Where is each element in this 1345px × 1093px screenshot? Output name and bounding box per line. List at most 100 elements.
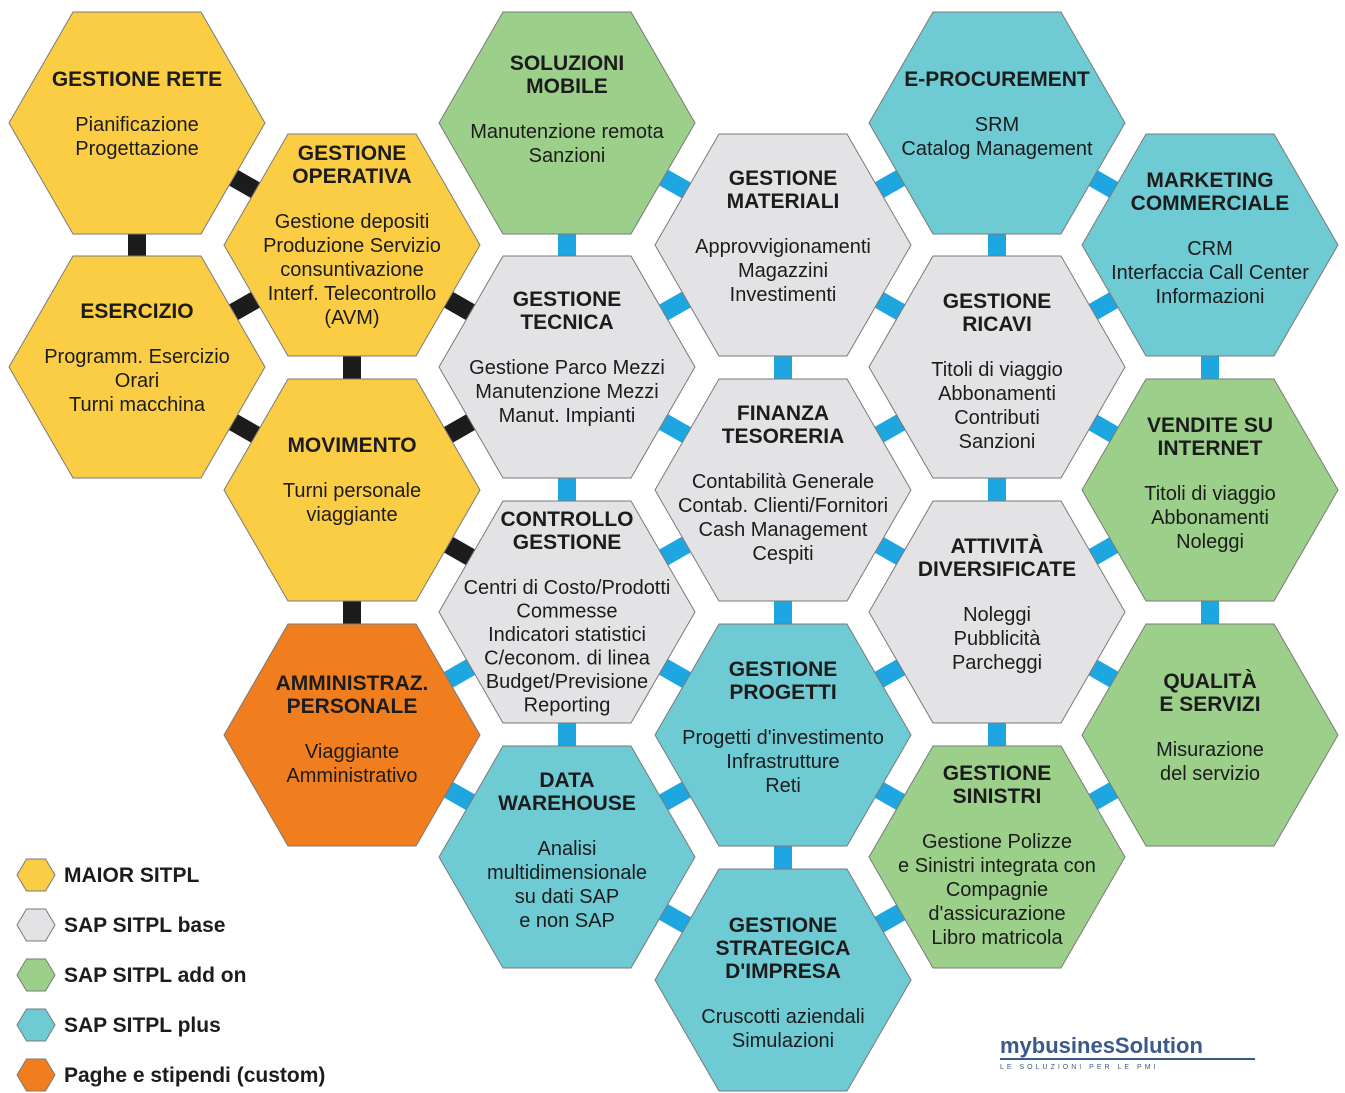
hex-shape-soluzioni-mobile xyxy=(438,11,696,235)
hex-shape-controllo-gestione xyxy=(438,500,696,724)
legend-item-custom: Paghe e stipendi (custom) xyxy=(16,1058,325,1092)
hex-title-gestione-strategica-2: D'IMPRESA xyxy=(725,960,841,983)
legend-item-plus: SAP SITPL plus xyxy=(16,1008,221,1042)
blue-connector-gestione-ricavi-attivita-diversificate xyxy=(988,472,1006,507)
hex-title-attivita-diversificate-0: ATTIVITÀ xyxy=(951,535,1044,558)
hex-title-attivita-diversificate-1: DIVERSIFICATE xyxy=(918,558,1076,581)
hex-body-finanza-tesoreria-1: Contab. Clienti/Fornitori xyxy=(678,495,888,517)
hex-body-gestione-progetti-2: Reti xyxy=(765,775,801,797)
blue-connector-soluzioni-mobile-gestione-tecnica xyxy=(558,228,576,262)
hex-shape-gestione-operativa xyxy=(223,133,481,357)
hex-body-gestione-tecnica-0: Gestione Parco Mezzi xyxy=(469,357,665,379)
hex-body-amministraz-personale-1: Amministrativo xyxy=(286,765,417,787)
hex-body-gestione-strategica-1: Simulazioni xyxy=(732,1030,834,1052)
hex-shape-e-procurement xyxy=(868,11,1126,235)
hex-body-gestione-operativa-0: Gestione depositi xyxy=(275,211,430,233)
hex-title-movimento-0: MOVIMENTO xyxy=(287,434,416,457)
hex-body-gestione-ricavi-0: Titoli di viaggio xyxy=(931,359,1063,381)
hex-title-soluzioni-mobile-1: MOBILE xyxy=(526,75,608,98)
hex-title-gestione-operativa-0: GESTIONE xyxy=(298,142,407,165)
blue-connector-gestione-progetti-gestione-strategica xyxy=(774,840,792,875)
dark-connector-esercizio-movimento xyxy=(225,412,264,445)
hex-body-esercizio-1: Orari xyxy=(115,370,159,392)
hex-title-soluzioni-mobile-0: SOLUZIONI xyxy=(510,52,624,75)
hex-body-controllo-gestione-4: Budget/Previsione xyxy=(486,671,648,693)
hex-shape-marketing-commerciale xyxy=(1081,133,1339,357)
hex-body-gestione-progetti-0: Progetti d'investimento xyxy=(682,727,884,749)
hex-body-gestione-sinistri-2: Compagnie xyxy=(946,879,1048,901)
hex-body-gestione-rete-0: Pianificazione xyxy=(75,114,198,136)
dark-connector-movimento-amministraz-personale xyxy=(343,595,361,630)
hex-shape-gestione-progetti xyxy=(654,623,912,847)
hex-body-finanza-tesoreria-3: Cespiti xyxy=(752,543,813,565)
hex-title-e-procurement-0: E-PROCUREMENT xyxy=(904,68,1090,91)
brand-logo: mybusinesSolution LE SOLUZIONI PER LE PM… xyxy=(1000,1033,1255,1071)
hex-body-gestione-operativa-2: consuntivazione xyxy=(280,259,423,281)
hex-body-amministraz-personale-0: Viaggiante xyxy=(305,741,399,763)
hex-body-vendite-su-internet-0: Titoli di viaggio xyxy=(1144,483,1276,505)
hex-gestione-materiali: GESTIONEMATERIALIApprovvigionamentiMagaz… xyxy=(654,133,912,357)
hex-title-vendite-su-internet-0: VENDITE SU xyxy=(1147,414,1273,437)
hex-title-gestione-tecnica-1: TECNICA xyxy=(520,311,613,334)
legend-swatch-plus xyxy=(16,1008,56,1042)
legend-label-addon: SAP SITPL add on xyxy=(64,964,246,987)
hex-shape-gestione-materiali xyxy=(654,133,912,357)
hex-shape-vendite-su-internet xyxy=(1081,378,1339,602)
legend-item-maior: MAIOR SITPL xyxy=(16,858,200,892)
hex-body-e-procurement-1: Catalog Management xyxy=(901,138,1093,160)
hex-shape-qualita-e-servizi xyxy=(1081,623,1339,847)
hex-body-gestione-sinistri-1: e Sinistri integrata con xyxy=(898,855,1096,877)
blue-connector-e-procurement-gestione-ricavi xyxy=(988,228,1006,262)
hex-title-gestione-strategica-0: GESTIONE xyxy=(729,914,838,937)
hex-body-qualita-e-servizi-0: Misurazione xyxy=(1156,739,1264,761)
legend-swatch-addon xyxy=(16,958,56,992)
hex-body-esercizio-0: Programm. Esercizio xyxy=(44,346,230,368)
hex-body-gestione-progetti-1: Infrastrutture xyxy=(726,751,839,773)
hex-shape-gestione-ricavi xyxy=(868,255,1126,479)
hex-body-controllo-gestione-3: C/econom. di linea xyxy=(484,648,651,670)
hex-shape-gestione-tecnica xyxy=(438,255,696,479)
blue-connector-controllo-gestione-gestione-progetti xyxy=(655,657,695,690)
hex-body-movimento-0: Turni personale xyxy=(283,480,421,502)
blue-connector-gestione-tecnica-gestione-materiali xyxy=(655,289,695,323)
hex-body-data-warehouse-0: Analisi xyxy=(538,838,597,860)
hex-body-gestione-ricavi-2: Contributi xyxy=(954,407,1040,429)
hex-title-data-warehouse-0: DATA xyxy=(539,769,594,792)
hex-body-gestione-operativa-3: Interf. Telecontrollo xyxy=(268,283,437,305)
hex-title-qualita-e-servizi-1: E SERVIZI xyxy=(1159,693,1260,716)
blue-connector-attivita-diversificate-gestione-sinistri xyxy=(988,717,1006,752)
hex-title-gestione-materiali-0: GESTIONE xyxy=(729,167,838,190)
hex-body-gestione-ricavi-1: Abbonamenti xyxy=(938,383,1056,405)
hex-body-gestione-operativa-1: Produzione Servizio xyxy=(263,235,441,257)
hex-shape-finanza-tesoreria xyxy=(654,378,912,602)
hex-body-gestione-rete-1: Progettazione xyxy=(75,138,198,160)
hex-body-esercizio-2: Turni macchina xyxy=(69,394,206,416)
hex-shape-gestione-sinistri xyxy=(868,745,1126,969)
legend-item-base: SAP SITPL base xyxy=(16,908,225,942)
hex-body-attivita-diversificate-2: Parcheggi xyxy=(952,652,1042,674)
hex-title-gestione-materiali-1: MATERIALI xyxy=(727,190,840,213)
hex-body-attivita-diversificate-1: Pubblicità xyxy=(954,628,1042,650)
hex-body-attivita-diversificate-0: Noleggi xyxy=(963,604,1031,626)
hex-body-gestione-ricavi-3: Sanzioni xyxy=(959,431,1036,453)
blue-connector-soluzioni-mobile-gestione-materiali xyxy=(655,167,695,201)
hex-body-data-warehouse-2: su dati SAP xyxy=(515,886,620,908)
hex-title-gestione-operativa-1: OPERATIVA xyxy=(292,165,411,188)
hex-body-gestione-tecnica-2: Manut. Impianti xyxy=(499,405,636,427)
hex-body-gestione-materiali-0: Approvvigionamenti xyxy=(695,236,871,258)
hex-title-gestione-ricavi-0: GESTIONE xyxy=(943,290,1052,313)
blue-connector-controllo-gestione-finanza-tesoreria xyxy=(655,534,695,568)
hex-body-controllo-gestione-5: Reporting xyxy=(524,695,611,717)
blue-connector-gestione-materiali-finanza-tesoreria xyxy=(774,350,792,385)
hex-title-marketing-commerciale-1: COMMERCIALE xyxy=(1131,192,1290,215)
hex-body-movimento-1: viaggiante xyxy=(306,504,397,526)
hex-body-gestione-strategica-0: Cruscotti aziendali xyxy=(701,1006,864,1028)
